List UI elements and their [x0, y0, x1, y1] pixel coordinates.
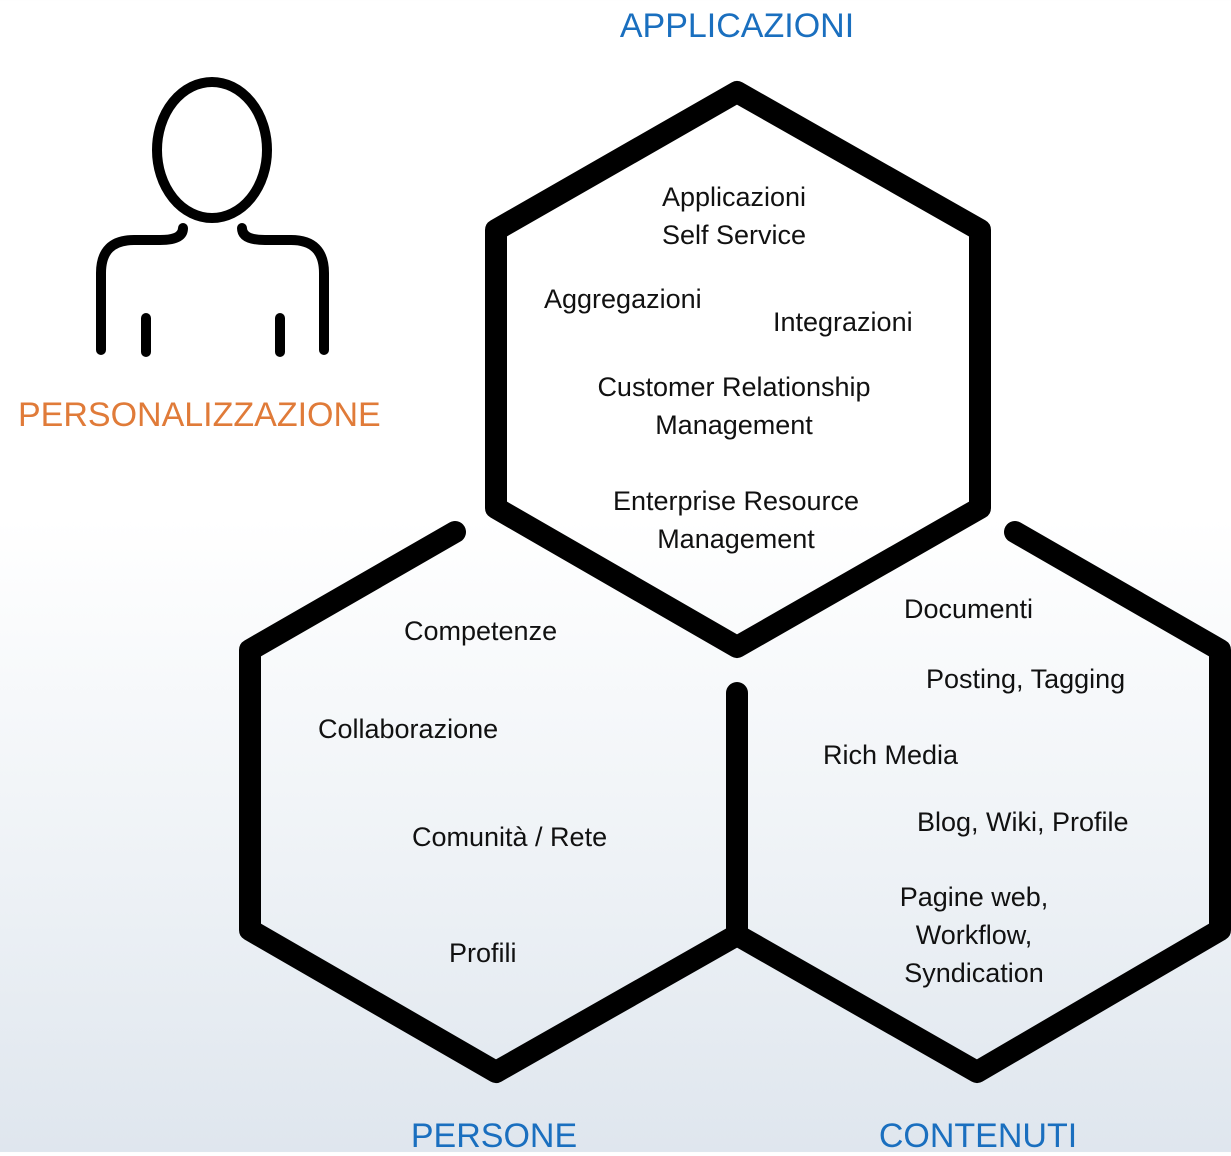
item-integrazioni: Integrazioni: [773, 307, 913, 337]
item-erm: Enterprise Resource Management: [612, 486, 860, 554]
item-blog-wiki-profile: Blog, Wiki, Profile: [917, 807, 1129, 837]
hexagon-contenuti: [726, 521, 1231, 1083]
item-comunita-rete: Comunità / Rete: [412, 822, 608, 852]
item-competenze: Competenze: [404, 616, 558, 646]
item-rich-media: Rich Media: [823, 740, 959, 770]
title-persone: PERSONE: [410, 1117, 578, 1155]
item-crm: Customer Relationship Management: [597, 372, 871, 440]
item-pagine-web-workflow-syndication: Pagine web, Workflow, Syndication: [899, 882, 1049, 988]
item-collaborazione: Collaborazione: [318, 714, 499, 744]
item-applicazioni-self-service: Applicazioni Self Service: [661, 182, 807, 250]
person-outline-icon: [96, 77, 329, 357]
item-aggregazioni: Aggregazioni: [544, 284, 702, 314]
personalization-label: PERSONALIZZAZIONE: [18, 396, 381, 434]
item-profili: Profili: [449, 938, 517, 968]
hexagon-applicazioni: [485, 81, 991, 658]
title-applicazioni: APPLICAZIONI: [619, 7, 855, 45]
item-posting-tagging: Posting, Tagging: [926, 664, 1126, 694]
hexagon-persone: [239, 521, 748, 1083]
title-contenuti: CONTENUTI: [878, 1117, 1078, 1155]
item-documenti: Documenti: [904, 594, 1034, 624]
